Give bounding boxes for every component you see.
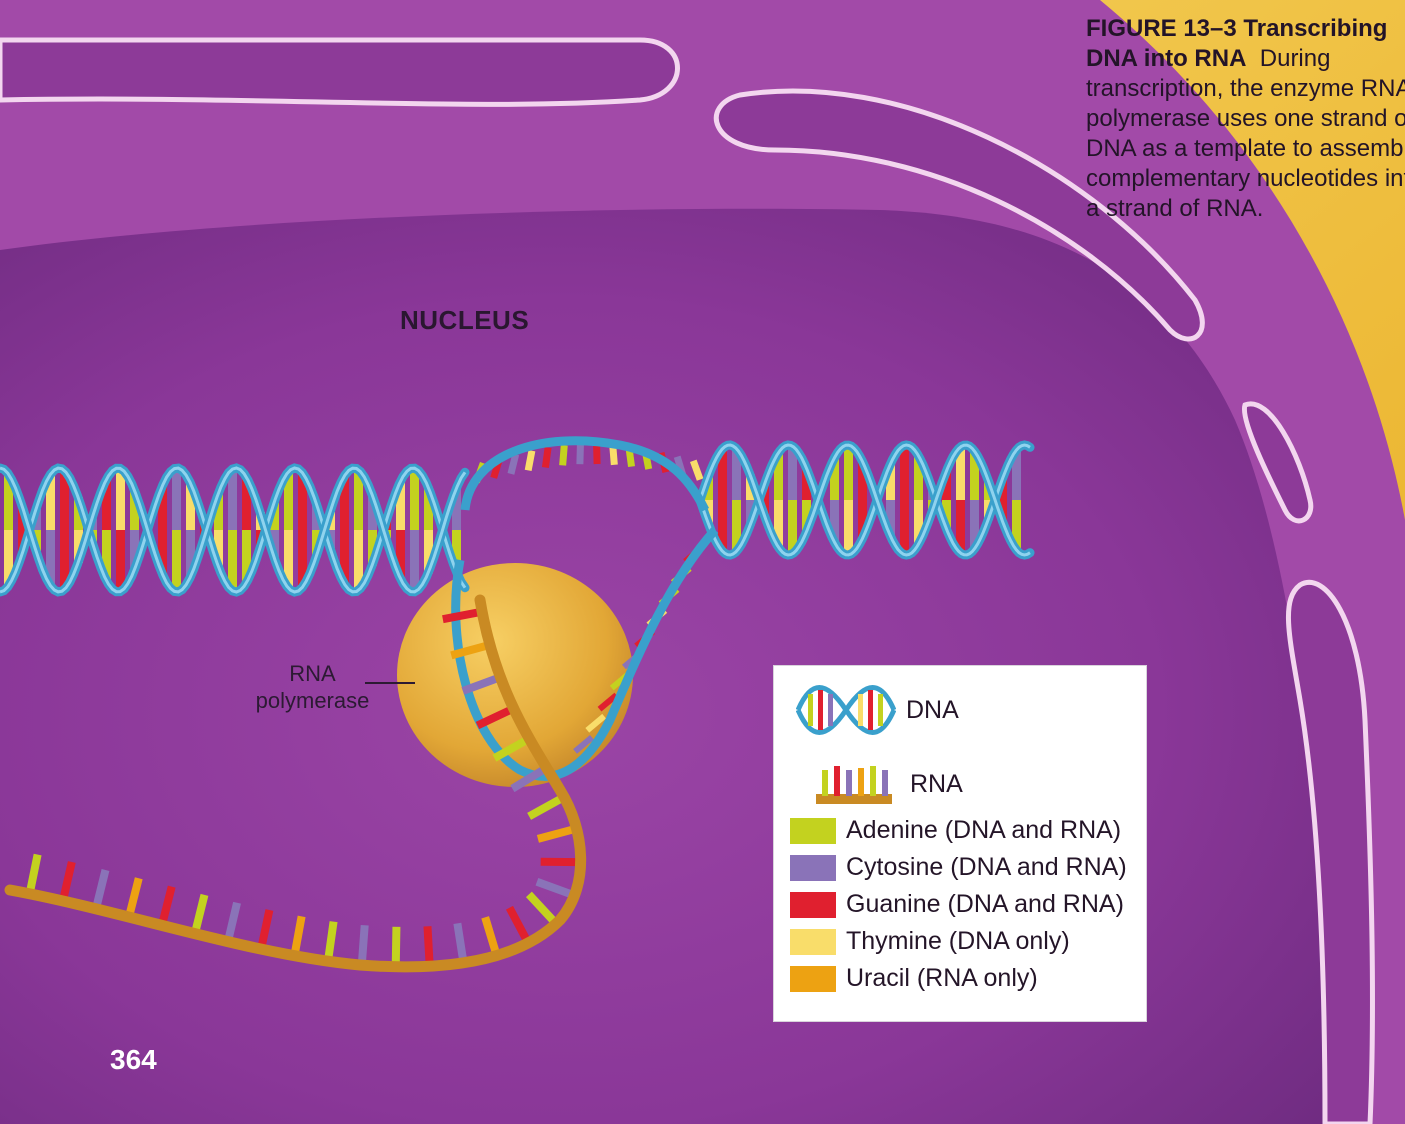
figure-caption: FIGURE 13–3 Transcribing DNA into RNA Du… <box>1086 14 1405 224</box>
legend-dna-label: DNA <box>906 696 959 725</box>
dna-base-pair-half <box>844 500 853 555</box>
legend-item: Adenine (DNA and RNA) <box>790 816 1121 845</box>
dna-helix-icon <box>796 680 896 740</box>
page-number: 364 <box>110 1044 157 1076</box>
legend-item: Thymine (DNA only) <box>790 927 1070 956</box>
legend-item-label: Uracil (RNA only) <box>846 964 1038 993</box>
legend-item: Cytosine (DNA and RNA) <box>790 853 1127 882</box>
rna-base <box>541 858 579 866</box>
rna-strand-icon <box>816 762 896 806</box>
rna-polymerase <box>397 563 633 787</box>
legend-swatch <box>790 966 836 992</box>
legend-dna-row: DNA <box>796 680 959 740</box>
legend-item-label: Cytosine (DNA and RNA) <box>846 853 1127 882</box>
dna-base-pair-half <box>900 500 909 555</box>
legend-rna-label: RNA <box>910 770 963 799</box>
rna-base <box>392 927 401 965</box>
legend-item: Guanine (DNA and RNA) <box>790 890 1124 919</box>
legend-item-label: Thymine (DNA only) <box>846 927 1070 956</box>
legend-swatch <box>790 855 836 881</box>
exposed-base <box>576 444 584 464</box>
legend-item: Uracil (RNA only) <box>790 964 1038 993</box>
legend-rna-row: RNA <box>816 762 963 806</box>
dna-base-pair-half <box>172 530 181 592</box>
exposed-base <box>593 444 601 464</box>
legend-item-label: Adenine (DNA and RNA) <box>846 816 1121 845</box>
legend: DNA RNA Adenine (DNA and RNA) Cytosine (D… <box>774 666 1146 1021</box>
legend-item-label: Guanine (DNA and RNA) <box>846 890 1124 919</box>
nucleus-label: NUCLEUS <box>400 305 529 336</box>
legend-swatch <box>790 892 836 918</box>
dna-base-pair-half <box>410 530 419 592</box>
legend-swatch <box>790 818 836 844</box>
figure-title: FIGURE 13–3 Transcribing DNA into RNA <box>1086 15 1387 72</box>
envelope-lumen <box>0 40 678 104</box>
legend-swatch <box>790 929 836 955</box>
